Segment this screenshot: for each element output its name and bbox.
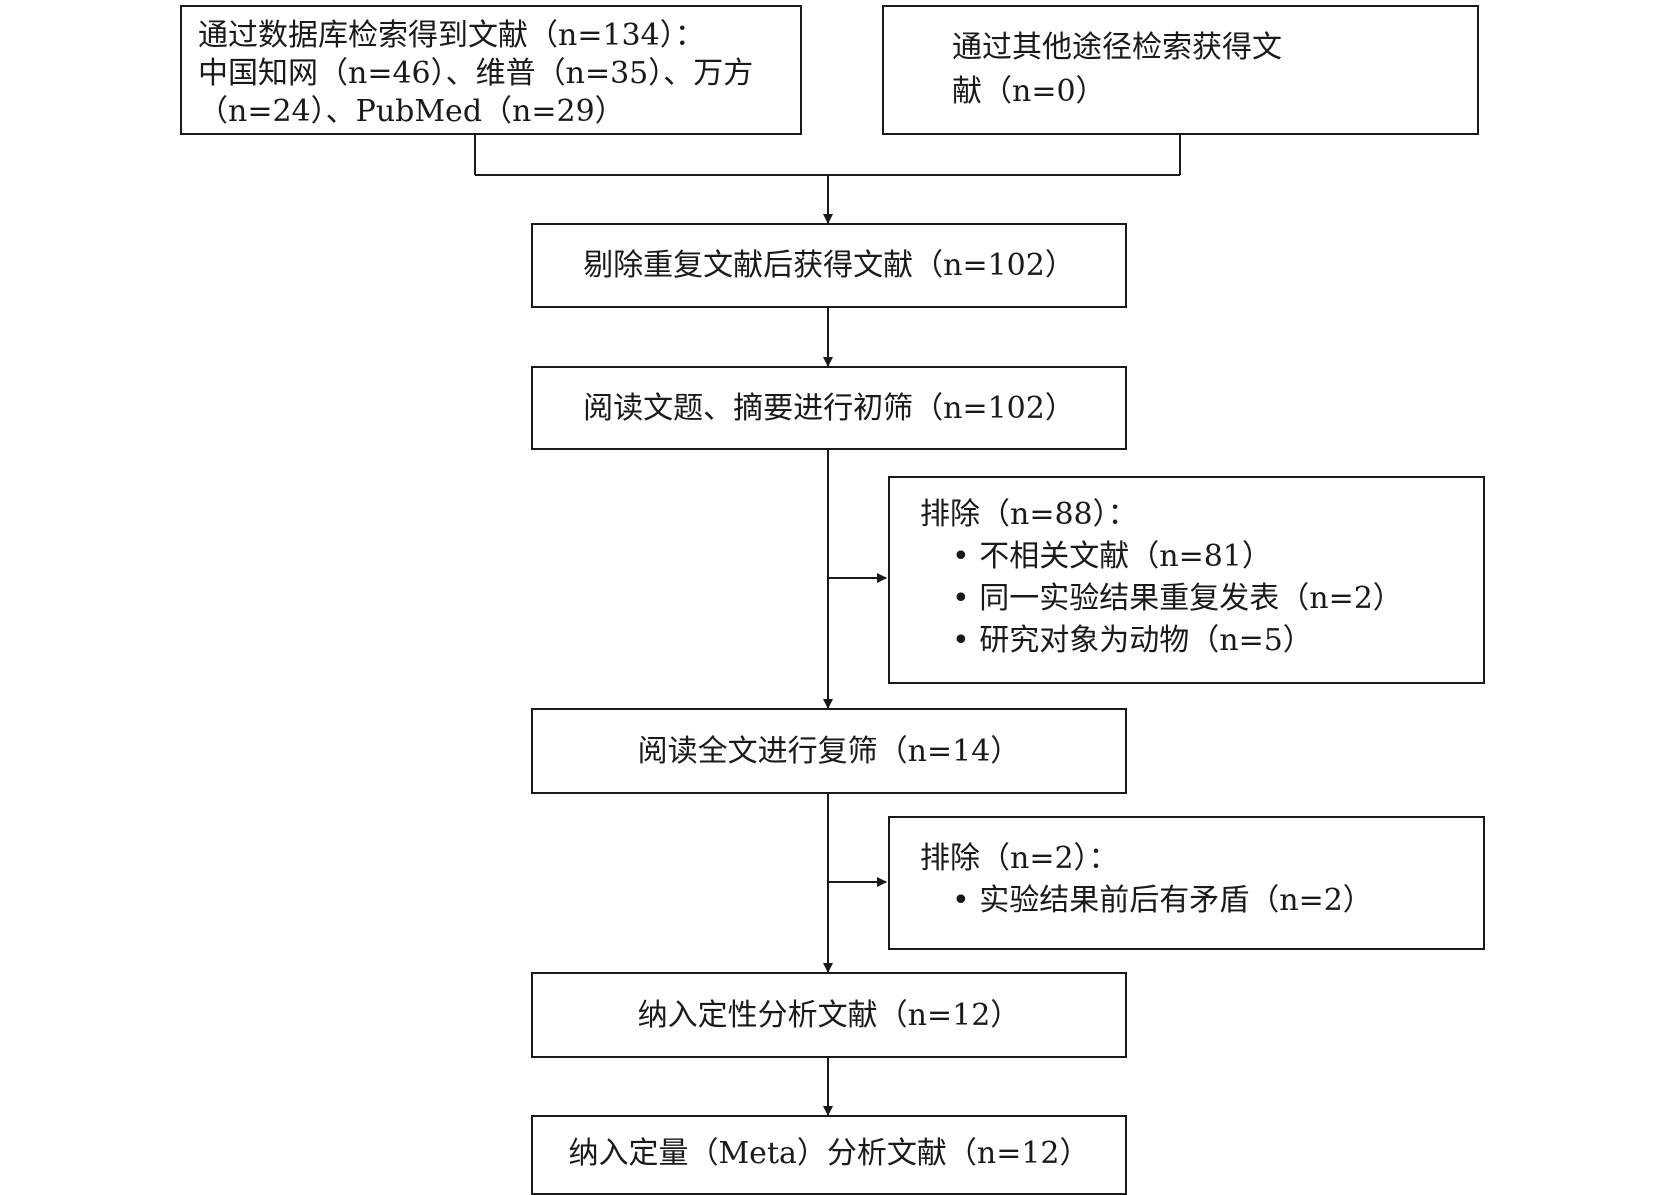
quantitative-text: 纳入定量（Meta）分析文献（n=12） (568, 1136, 1090, 1171)
other-search-line-1: 通过其他途径检索获得文 (952, 30, 1282, 65)
fulltext-screen-box: 阅读全文进行复筛（n=14） (531, 708, 1127, 794)
bullet: • (952, 623, 970, 658)
exclusion-2-heading: 排除（n=2）： (920, 841, 1119, 876)
dedup-text: 剔除重复文献后获得文献（n=102） (583, 248, 1075, 283)
exclusion-box-1: 排除（n=88）： • 不相关文献（n=81） • 同一实验结果重复发表（n=2… (888, 476, 1485, 684)
qualitative-text: 纳入定性分析文献（n=12） (637, 998, 1021, 1033)
exclusion-1-item: • 不相关文献（n=81） (952, 542, 1272, 572)
exclusion-1-item-label: 研究对象为动物（n=5） (979, 623, 1313, 658)
database-search-line-3: （n=24）、PubMed（n=29） (198, 94, 625, 129)
database-search-line-1: 通过数据库检索得到文献（n=134）： (198, 18, 705, 53)
bullet: • (952, 539, 970, 574)
title-abstract-screen-text: 阅读文题、摘要进行初筛（n=102） (583, 391, 1075, 426)
exclusion-1-item: • 研究对象为动物（n=5） (952, 626, 1313, 656)
exclusion-2-item-label: 实验结果前后有矛盾（n=2） (979, 883, 1373, 918)
exclusion-1-item-label: 同一实验结果重复发表（n=2） (979, 581, 1403, 616)
exclusion-2-item: • 实验结果前后有矛盾（n=2） (952, 886, 1373, 916)
database-search-line-2: 中国知网（n=46）、维普（n=35）、万方 (198, 56, 754, 91)
exclusion-1-heading: 排除（n=88）： (920, 497, 1138, 532)
dedup-box: 剔除重复文献后获得文献（n=102） (531, 223, 1127, 308)
database-search-box: 通过数据库检索得到文献（n=134）： 中国知网（n=46）、维普（n=35）、… (180, 5, 802, 135)
bullet: • (952, 883, 970, 918)
other-search-line-2: 献（n=0） (952, 74, 1106, 109)
exclusion-1-item-label: 不相关文献（n=81） (979, 539, 1272, 574)
qualitative-box: 纳入定性分析文献（n=12） (531, 972, 1127, 1058)
bullet: • (952, 581, 970, 616)
fulltext-screen-text: 阅读全文进行复筛（n=14） (637, 734, 1021, 769)
exclusion-1-item: • 同一实验结果重复发表（n=2） (952, 584, 1403, 614)
title-abstract-screen-box: 阅读文题、摘要进行初筛（n=102） (531, 366, 1127, 450)
other-search-box: 通过其他途径检索获得文 献（n=0） (882, 5, 1479, 135)
exclusion-box-2: 排除（n=2）： • 实验结果前后有矛盾（n=2） (888, 816, 1485, 950)
quantitative-box: 纳入定量（Meta）分析文献（n=12） (531, 1115, 1127, 1195)
